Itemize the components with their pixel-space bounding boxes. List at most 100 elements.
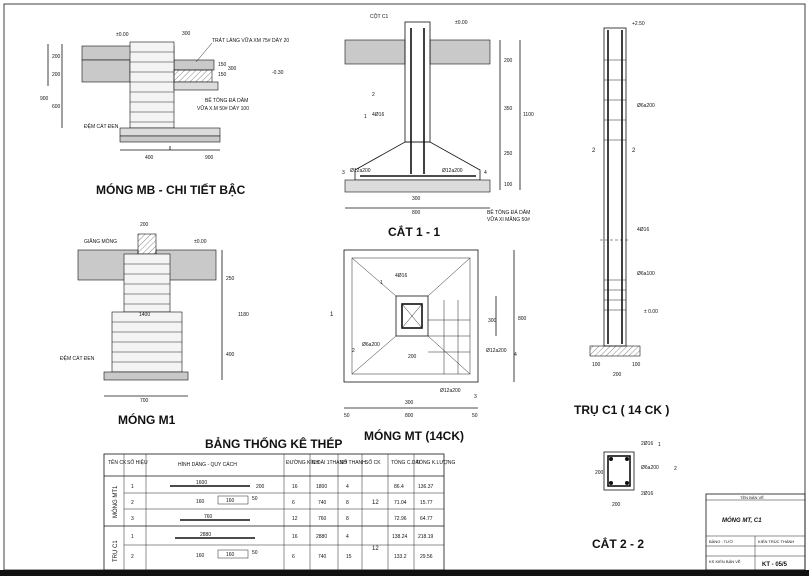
table-row: 1 1600 200 16 1800 4 86.4 136.37 — [131, 480, 434, 490]
section-1-1: CỘT C1 ±0.00 2 1 4Ø16 3 Ø12a200 Ø12a200 … — [342, 13, 534, 239]
title-block: TÊN BẢN VẼ MÓNG MT, C1 BẢNG : TƯỜ KIẾN T… — [705, 493, 806, 571]
mb-title: MÓNG MB - CHI TIẾT BẬC — [96, 182, 246, 197]
mb-note-concrete1: BÊ TÔNG ĐÁ DĂM — [205, 96, 248, 104]
mb-dim-200: 200 — [52, 54, 61, 60]
cell-st: 4 — [346, 534, 349, 540]
tb-checker: KS KIẾN BẢN VẼ — [709, 559, 741, 564]
c11-mark-4: 4 — [484, 170, 487, 176]
th-ck: TÊN CK — [108, 458, 127, 466]
mb-dim-150: 150 — [218, 62, 227, 68]
c11-dim-1100: 1100 — [523, 112, 534, 118]
cell-tkl: 29.56 — [420, 554, 433, 560]
group-mong-mt1: MÓNG MT1 — [112, 485, 119, 518]
c22-mark-2: 2 — [674, 466, 677, 472]
mb-dim-900b: 900 — [205, 155, 214, 161]
cell-shape-len: 760 — [204, 514, 213, 520]
mb-dim-300b: 300 — [228, 66, 237, 72]
column-c1: +2.50 Ø6a200 4Ø16 Ø6a100 ± 0.00 2 2 100 … — [574, 21, 669, 417]
scan-border — [0, 570, 809, 576]
cell-shape-len: 2880 — [200, 532, 211, 538]
cell-tcd: 72.96 — [394, 516, 407, 522]
tb-designer: KIẾN TRÚC THÀNH — [758, 539, 794, 544]
cell-dk: 16 — [292, 534, 298, 540]
col-bar-4phi16: 4Ø16 — [637, 227, 649, 233]
col-level-0: ± 0.00 — [644, 309, 658, 315]
cell-sh: 1 — [131, 534, 134, 540]
cell-shape-hook: 50 — [252, 496, 258, 502]
m1-beam-label: GIẰNG MÓNG — [84, 237, 117, 245]
mt-bar-4phi16: 4Ø16 — [395, 273, 407, 279]
col-section-mark-b: 2 — [632, 148, 636, 154]
c22-bar-top: 2Ø16 — [641, 441, 653, 447]
th-tkl: TỔNG K.LƯỢNG — [416, 459, 456, 466]
c11-mark-2: 2 — [372, 92, 375, 98]
m1-dim-1400: 1400 — [139, 312, 150, 318]
table-title: BẢNG THỐNG KÊ THÉP — [205, 436, 342, 451]
mt-dim-800b: 800 — [518, 316, 527, 322]
th-sh: SỐ HIỆU — [127, 458, 148, 466]
section-2-2: 2Ø16 1 Ø6a200 2 2Ø16 200 200 CẮT 2 - 2 — [592, 441, 677, 551]
cell-shape-len: 1600 — [196, 480, 207, 486]
steel-schedule: BẢNG THỐNG KÊ THÉP TÊN CK SỐ HIỆU HÌNH D… — [103, 436, 456, 571]
col-level-top: +2.50 — [632, 21, 645, 27]
cell-st: 4 — [346, 484, 349, 490]
cell-shape-width: 160 — [226, 498, 235, 504]
m1-dim-250: 250 — [226, 276, 235, 282]
c11-level-0: ±0.00 — [455, 20, 468, 26]
cell-tcd: 86.4 — [394, 484, 404, 490]
mb-dim-900: 900 — [40, 96, 49, 102]
cell-sh: 2 — [131, 554, 134, 560]
tb-scale: BẢNG : TƯỜ — [709, 539, 733, 544]
mb-note-concrete2: VỮA X.M 50# DÀY 100 — [197, 105, 249, 112]
cell-tcd: 138.24 — [392, 534, 408, 540]
c22-dim-200: 200 — [595, 470, 604, 476]
m1-dim-1180: 1180 — [238, 312, 249, 318]
cell-tcd: 133.2 — [394, 554, 407, 560]
mb-note-plaster: TRÁT LÁNG VỮA XM 75# DÀY 20 — [212, 37, 289, 44]
col-dim-100: 100 — [592, 362, 601, 368]
th-st: SỐ THANH — [340, 459, 366, 466]
mb-dim-150b: 150 — [218, 72, 227, 78]
m1-level-0: ±0.00 — [194, 239, 207, 245]
col-section-mark: 2 — [592, 148, 596, 154]
c11-title: CẮT 1 - 1 — [388, 224, 440, 239]
c11-dim-200: 200 — [504, 58, 513, 64]
col-bar-6a100: Ø6a100 — [637, 271, 655, 277]
m1-note-sand: ĐỆM CÁT ĐEN — [60, 354, 95, 362]
m1-dim-200: 200 — [140, 222, 149, 228]
mt-title: MÓNG MT (14CK) — [364, 428, 464, 443]
mt-dim-800: 800 — [405, 413, 414, 419]
c11-col-label: CỘT C1 — [370, 13, 388, 20]
c22-mark-1: 1 — [658, 442, 661, 448]
table-row: 2 160 160 50 6 740 8 71.04 15.77 — [131, 495, 433, 506]
c11-bar-4phi16: 4Ø16 — [372, 112, 384, 118]
group-tru-c1: TRỤ C1 — [113, 540, 119, 562]
plan-mt: 1 4Ø16 1 Ø6a200 2 200 Ø12a200 4 Ø12a200 … — [330, 249, 527, 443]
mt-bar-6a200: Ø6a200 — [362, 342, 380, 348]
th-tcd: TỔNG C.DÀI — [391, 459, 420, 466]
cell-cd: 760 — [318, 516, 327, 522]
m1-title: MÓNG M1 — [118, 412, 176, 427]
sck-group1: 12 — [372, 500, 379, 506]
c11-dim-100: 100 — [504, 182, 513, 188]
cell-shape-hook: 200 — [256, 484, 265, 490]
cell-cd: 740 — [318, 500, 327, 506]
cell-dk: 6 — [292, 500, 295, 506]
tb-drawing-name: MÓNG MT, C1 — [722, 517, 762, 524]
cell-cd: 2880 — [316, 534, 327, 540]
mb-dim-300: 300 — [182, 31, 191, 37]
mt-mark-3: 3 — [474, 394, 477, 400]
mt-dim-200: 200 — [408, 354, 417, 360]
c11-mark-1: 1 — [364, 114, 367, 120]
mb-level-0: ±0.00 — [116, 32, 129, 38]
cell-tkl: 218.19 — [418, 534, 434, 540]
c22-bar-tie: Ø6a200 — [641, 465, 659, 471]
sck-group2: 12 — [372, 546, 379, 552]
table-row: 3 760 12 760 8 72.96 64.77 — [131, 514, 433, 522]
cell-st: 8 — [346, 500, 349, 506]
cell-st: 8 — [346, 516, 349, 522]
th-sck: SỐ CK — [365, 459, 381, 466]
col-dim-200: 200 — [613, 372, 622, 378]
col-bar-6a200: Ø6a200 — [637, 103, 655, 109]
